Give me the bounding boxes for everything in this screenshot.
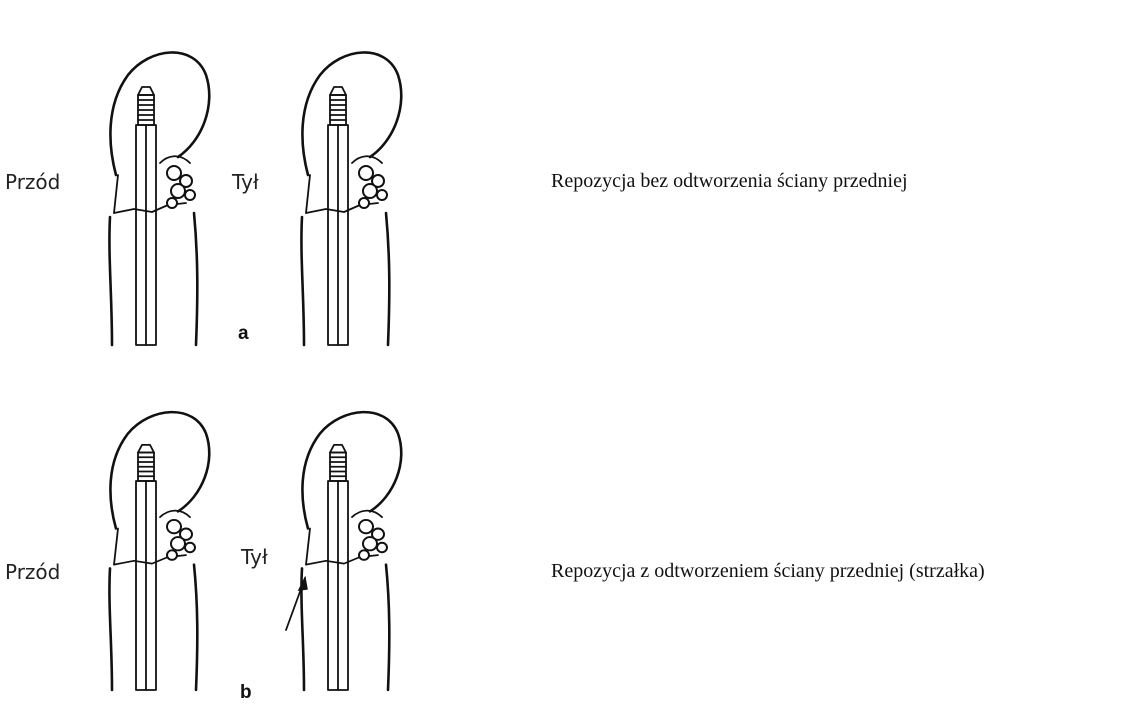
bone-b-front xyxy=(109,412,209,690)
caption-a: Repozycja bez odtworzenia ściany przedni… xyxy=(551,170,908,193)
arrow-icon xyxy=(286,578,307,630)
label-front-b: Przód xyxy=(5,560,60,584)
panel-letter-a: a xyxy=(238,323,249,345)
panel-letter-b: b xyxy=(240,682,252,704)
bone-a-back xyxy=(301,52,401,345)
bone-a-front xyxy=(109,52,209,345)
caption-b: Repozycja z odtworzeniem ściany przednie… xyxy=(551,560,985,583)
label-back-b: Tył xyxy=(241,545,268,569)
bone-b-back xyxy=(301,412,401,690)
label-front-a: Przód xyxy=(5,170,60,194)
label-back-a: Tył xyxy=(232,170,259,194)
